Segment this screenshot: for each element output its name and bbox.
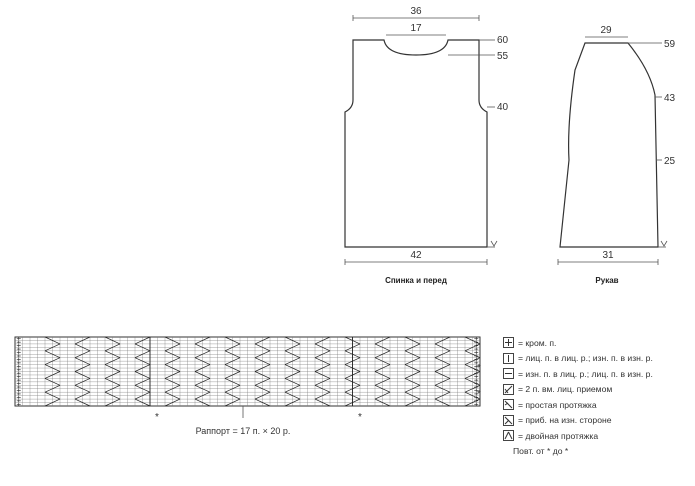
double-cross-icon [503, 430, 514, 442]
body-outline [344, 39, 488, 248]
body-caption: Спинка и перед [385, 276, 447, 285]
sleeve-height-label: 59 [664, 39, 676, 50]
legend-footnote: Повт. от * до * [513, 445, 569, 456]
bottom-width-label: 42 [410, 250, 422, 261]
legend-item: = кром. п. [503, 335, 693, 351]
vertical-bar-square-icon [503, 352, 514, 364]
sleeve-schematic: 29 59 43 25 31 Рукав [557, 25, 676, 285]
body-schematic: 36 17 60 55 40 42 Спинка и перед [344, 6, 509, 285]
neck-height-label: 55 [497, 51, 509, 62]
legend-item: = лиц. п. в лиц. р.; изн. п. в изн. р. [503, 351, 693, 367]
repeat-label: Раппорт = 17 п. × 20 р. [196, 426, 291, 436]
sleeve-top-label: 29 [600, 25, 612, 36]
repeat-star-left: * [155, 412, 159, 423]
repeat-star-right-1: * [477, 363, 481, 374]
horizontal-bar-square-icon [503, 368, 514, 380]
legend: = кром. п. = лиц. п. в лиц. р.; изн. п. … [503, 335, 693, 456]
repeat-star-mid: * [358, 412, 362, 423]
k2tog-icon [503, 383, 514, 395]
sleeve-cap-label: 43 [664, 93, 676, 104]
sleeve-outline [559, 42, 659, 248]
sleeve-caption: Рукав [595, 276, 618, 285]
legend-item: = 2 п. вм. лиц. приемом [503, 382, 693, 398]
legend-item: = двойная протяжка [503, 428, 693, 444]
stitch-chart [14, 336, 481, 407]
increase-icon [503, 414, 514, 426]
simple-cross-icon [503, 399, 514, 411]
neck-width-label: 17 [410, 23, 422, 34]
height-total-label: 60 [497, 35, 509, 46]
repeat-star-right-2: * [477, 389, 481, 400]
plus-square-icon [503, 337, 514, 349]
legend-item: = простая протяжка [503, 397, 693, 413]
legend-item: = изн. п. в лиц. р.; лиц. п. в изн. р. [503, 366, 693, 382]
armhole-height-label: 40 [497, 102, 509, 113]
sleeve-bottom-label: 31 [602, 250, 614, 261]
legend-item: = приб. на изн. стороне [503, 413, 693, 429]
top-width-label: 36 [410, 6, 422, 17]
sleeve-mid-label: 25 [664, 156, 676, 167]
